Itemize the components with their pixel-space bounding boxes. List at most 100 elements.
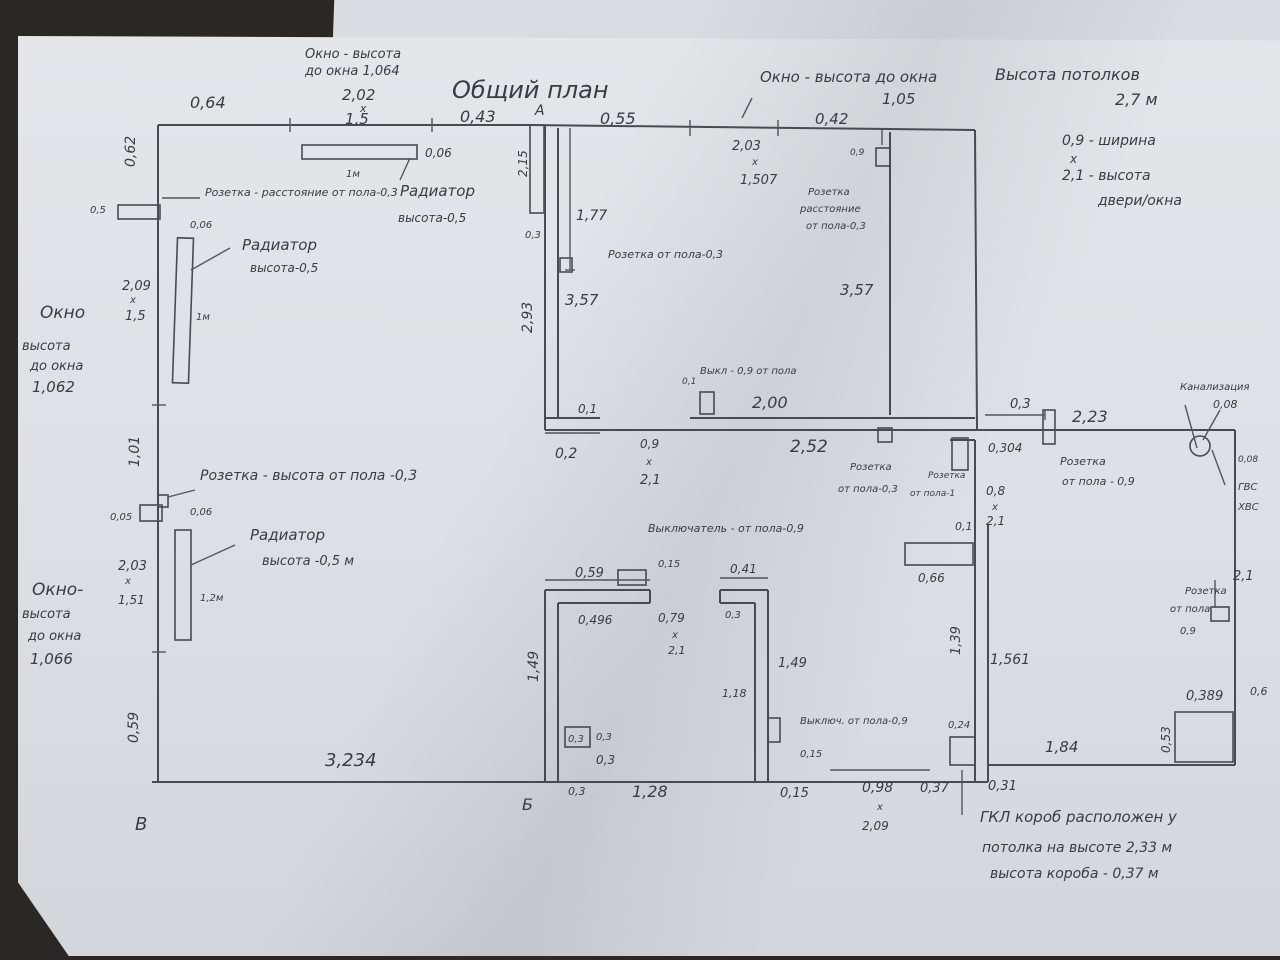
dim-024: 0,24 xyxy=(948,720,970,731)
dim-066: 0,66 xyxy=(918,571,945,585)
note-switch-low2: Выключ. от пола-0,9 xyxy=(800,716,908,727)
dim-03e: 0,3 xyxy=(596,732,612,743)
dim-015b: 0,15 xyxy=(800,749,822,760)
note-door-w: 0,9 - ширина xyxy=(1062,133,1156,149)
socket-box-e xyxy=(1042,409,1056,445)
dim-x1: х xyxy=(359,102,367,115)
dim-177: 1,77 xyxy=(576,208,607,224)
dim-21c: 2,1 xyxy=(668,644,686,657)
dim-059: 0,59 xyxy=(126,712,142,743)
note-socket-c4: от пола-1 xyxy=(910,489,955,499)
dim-006: 0,06 xyxy=(425,146,452,160)
dim-252: 2,52 xyxy=(790,437,828,457)
dim-0304: 0,304 xyxy=(988,441,1022,455)
dim-01: 0,1 xyxy=(578,402,597,416)
dim-184: 1,84 xyxy=(1045,738,1078,756)
dim-251: 1,51 xyxy=(118,593,145,607)
switch-box-toilet xyxy=(767,717,781,743)
dim-203: 2,03 xyxy=(118,559,147,574)
dim-139: 1,39 xyxy=(949,626,964,655)
note-ceiling-val: 2,7 м xyxy=(1115,90,1158,109)
dim-01c: 0,1 xyxy=(955,520,973,533)
note-socket-top: Розетка - расстояние от пола-0,3 xyxy=(205,186,398,199)
dim-215: 2,15 xyxy=(516,150,530,177)
note-radiator-low: Радиатор xyxy=(250,526,325,544)
note-door-h: 2,1 - высота xyxy=(1062,168,1151,184)
dim-037: 0,37 xyxy=(920,781,950,796)
note-window-left2d: 1,066 xyxy=(30,650,73,668)
dim-701: 1,01 xyxy=(127,436,143,467)
dim-15b: 1,5 xyxy=(125,309,146,324)
note-window-right-val: 1,05 xyxy=(882,90,915,108)
dimension-lines xyxy=(152,97,1226,815)
dim-202: 2,02 xyxy=(342,86,375,104)
socket-box-c3 xyxy=(951,437,969,471)
dim-055: 0,55 xyxy=(600,109,636,128)
note-window-right: Окно - высота до окна xyxy=(760,68,937,86)
note-switch-center: Выкл - 0,9 от пола xyxy=(700,366,797,377)
dim-21b: 2,1 xyxy=(986,514,1005,528)
note-socket-e2: от пола - 0,9 xyxy=(1062,475,1135,488)
socket-box-far xyxy=(1210,606,1230,622)
dim-03: 0,3 xyxy=(525,230,541,241)
dim-x7: х xyxy=(671,630,678,641)
dim-293: 2,93 xyxy=(520,302,536,333)
dim-209: 2,09 xyxy=(122,279,151,294)
wall-top-center xyxy=(529,124,976,131)
note-socket-far3: 0,9 xyxy=(1180,626,1196,637)
note-socket-e1: Розетка xyxy=(1060,455,1106,468)
dim-042: 0,42 xyxy=(815,110,848,128)
dim-223: 2,23 xyxy=(1072,407,1108,426)
dim-03c: 0,3 xyxy=(725,610,741,621)
dim-09: 0,9 xyxy=(850,148,865,158)
dim-x4: х xyxy=(751,157,758,168)
fixtures xyxy=(117,124,1234,766)
note-socket-far1: Розетка xyxy=(1185,586,1227,597)
dim-005: 0,05 xyxy=(110,512,132,523)
socket-box-room xyxy=(559,257,573,273)
note-radiator-low-h: высота -0,5 м xyxy=(262,554,354,569)
note-switch-low: Выключатель - от пола-0,9 xyxy=(648,522,804,535)
dim-03g: 0,3 xyxy=(568,785,586,798)
dim-x8: х xyxy=(876,802,883,813)
socket-box-c1 xyxy=(877,427,893,443)
dim-1m2: 1м xyxy=(196,312,210,323)
dim-149b: 1,49 xyxy=(778,656,807,671)
dim-1507: 1,507 xyxy=(740,173,778,188)
note-window-left2c: до окна xyxy=(27,629,81,644)
note-socket-right3: от пола-0,3 xyxy=(806,221,866,232)
dim-21: 2,1 xyxy=(640,473,661,488)
paper-sheet xyxy=(18,36,1280,956)
dim-03d: 0,3 xyxy=(568,734,584,745)
note-socket-far2: от пола xyxy=(1170,604,1210,615)
note-radiator-mid: Радиатор xyxy=(242,236,317,254)
window-pier-a xyxy=(529,124,545,214)
note-window-left2: Окно- xyxy=(32,580,83,600)
plan-title: Общий план xyxy=(452,76,609,104)
dim-118: 1,18 xyxy=(722,687,747,700)
dim-02: 0,2 xyxy=(555,446,577,462)
note-socket-c2: от пола-0,3 xyxy=(838,484,898,495)
dim-x3: х xyxy=(124,576,131,587)
dim-203b: 2,03 xyxy=(732,139,761,154)
radiator-mid xyxy=(171,236,195,385)
dim-064: 0,64 xyxy=(190,93,226,112)
dim-031: 0,31 xyxy=(988,779,1017,794)
note-door-h2: двери/окна xyxy=(1097,193,1182,209)
note-socket-mid: Розетка - высота от пола -0,3 xyxy=(200,468,417,484)
dim-059b: 0,59 xyxy=(575,566,604,581)
point-b: Б xyxy=(522,795,533,814)
radiator-top xyxy=(301,144,418,160)
dim-03b: 0,3 xyxy=(1010,397,1031,412)
dim-200: 2,00 xyxy=(752,393,788,412)
note-gvs: ГВС xyxy=(1238,482,1257,493)
dim-x6: х xyxy=(991,502,998,513)
note-socket-c1: Розетка xyxy=(850,462,892,473)
note-ceiling: Высота потолков xyxy=(995,65,1140,84)
dim-1561: 1,561 xyxy=(990,652,1030,668)
dim-06: 0,6 xyxy=(1250,685,1268,698)
dim-006b: 0,06 xyxy=(190,507,212,518)
note-radiator-top-h: высота-0,5 xyxy=(398,211,466,225)
gkl-box-low xyxy=(949,736,976,766)
